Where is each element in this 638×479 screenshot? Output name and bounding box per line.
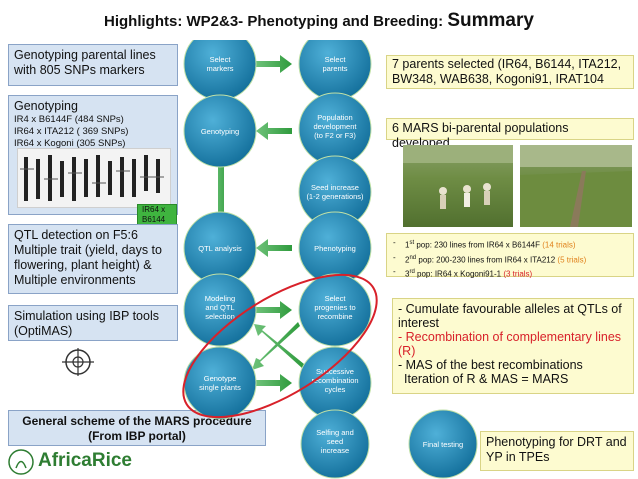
node-seed-increase: Seed increase (1-2 generations)	[298, 155, 372, 229]
genotyping-parents-box: Genotyping parental lines with 805 SNPs …	[8, 44, 178, 86]
arrow-pheno-qtl	[256, 239, 292, 257]
svg-text:parents: parents	[322, 64, 347, 73]
svg-text:cycles: cycles	[325, 385, 346, 394]
crosshair-icon	[62, 348, 94, 376]
africarice-logo: AfricaRice	[8, 448, 158, 476]
node-modeling-qtl-selection: Modeling and QTL selection	[183, 273, 257, 347]
cross-tag: IR64 x B6144	[137, 204, 177, 226]
svg-text:Selfing and: Selfing and	[316, 428, 354, 437]
svg-text:Select: Select	[210, 55, 232, 64]
africarice-wordmark: AfricaRice	[38, 450, 132, 471]
svg-text:recombine: recombine	[317, 312, 352, 321]
arrow-pop-genotyping	[256, 122, 292, 140]
node-final-testing: Final testing	[408, 409, 478, 479]
svg-text:Phenotyping: Phenotyping	[314, 244, 356, 253]
svg-text:and QTL: and QTL	[205, 303, 234, 312]
qtl-detection-box: QTL detection on F5:6 Multiple trait (yi…	[8, 224, 178, 294]
genotyping-lines: IR4 x B6144F (484 SNPs) IR64 x ITA212 ( …	[14, 114, 129, 149]
arrow-select-genotype	[252, 322, 300, 370]
mars-flow-diagram: Select markers Select parents Genotyping…	[182, 40, 378, 479]
field-photo-2-graphic	[520, 145, 632, 227]
field-photo-1-graphic	[403, 145, 513, 209]
simulation-box: Simulation using IBP tools (OptiMAS)	[8, 305, 178, 341]
parents-selected-box: 7 parents selected (IR64, B6144, ITA212,…	[386, 55, 634, 89]
svg-text:Select: Select	[325, 294, 347, 303]
field-photo-1	[403, 145, 513, 227]
node-qtl-analysis: QTL analysis	[183, 211, 257, 285]
mars-steps-box: - Cumulate favourable alleles at QTLs of…	[392, 298, 634, 394]
genotype-map-graphic	[20, 155, 164, 201]
africarice-seal-icon	[8, 449, 34, 475]
list-item: 1st pop: 230 lines from IR64 x B6144F (1…	[393, 237, 629, 252]
node-select-markers: Select markers	[183, 40, 257, 101]
svg-text:single plants: single plants	[199, 383, 241, 392]
arrow-genotype-successive	[256, 374, 292, 392]
svg-text:Genotype: Genotype	[204, 374, 237, 383]
node-genotype-single-plants: Genotype single plants	[183, 346, 257, 420]
svg-text:(to F2 or F3): (to F2 or F3)	[314, 131, 356, 140]
svg-text:QTL analysis: QTL analysis	[198, 244, 242, 253]
node-select-parents: Select parents	[298, 40, 372, 101]
populations-box: 1st pop: 230 lines from IR64 x B6144F (1…	[386, 233, 634, 279]
svg-text:selection: selection	[205, 312, 235, 321]
svg-text:markers: markers	[206, 64, 233, 73]
svg-text:Population: Population	[317, 113, 352, 122]
svg-text:Modeling: Modeling	[205, 294, 235, 303]
svg-text:Successive: Successive	[316, 367, 354, 376]
list-item: 3rd pop: IR64 x Kogoni91-1 (3 trials)	[393, 266, 629, 281]
genotyping-box: Genotyping IR4 x B6144F (484 SNPs) IR64 …	[8, 95, 178, 226]
node-population-development: Population development (to F2 or F3)	[298, 92, 372, 166]
node-phenotyping: Phenotyping	[298, 211, 372, 285]
arrow-modeling-select	[256, 301, 292, 319]
arrow-genotyping-qtl	[212, 152, 230, 228]
svg-text:Select: Select	[325, 55, 347, 64]
svg-text:Seed increase: Seed increase	[311, 183, 359, 192]
node-successive-recombination: Successive recombination cycles	[298, 346, 372, 420]
node-selfing-seed-increase: Selfing and seed increase	[300, 409, 370, 479]
arrow-successive-modeling	[254, 324, 304, 368]
svg-text:(1-2 generations): (1-2 generations)	[306, 192, 364, 201]
arrow-markers-parents	[256, 55, 292, 73]
genotype-map-image	[17, 148, 171, 208]
populations-developed-box: 6 MARS bi-parental populations developed	[386, 118, 634, 150]
svg-text:increase: increase	[321, 446, 349, 455]
population-list: 1st pop: 230 lines from IR64 x B6144F (1…	[391, 237, 629, 281]
svg-text:seed: seed	[327, 437, 343, 446]
svg-text:recombination: recombination	[311, 376, 358, 385]
node-select-progenies: Select progenies to recombine	[298, 273, 372, 347]
svg-text:progenies to: progenies to	[314, 303, 355, 312]
svg-text:development: development	[314, 122, 358, 131]
page-title: Highlights: WP2&3- Phenotyping and Breed…	[104, 10, 534, 31]
svg-text:Genotyping: Genotyping	[201, 127, 239, 136]
field-photo-2	[520, 145, 632, 227]
phenotyping-tpe-box: Phenotyping for DRT and YP in TPEs	[480, 431, 634, 471]
list-item: 2nd pop: 200-230 lines from IR64 x ITA21…	[393, 252, 629, 267]
svg-text:Final testing: Final testing	[423, 440, 463, 449]
title-emphasis: Summary	[447, 10, 534, 31]
node-genotyping: Genotyping	[183, 94, 257, 168]
recombination-highlight	[182, 273, 378, 419]
genotyping-heading: Genotyping	[14, 99, 78, 113]
